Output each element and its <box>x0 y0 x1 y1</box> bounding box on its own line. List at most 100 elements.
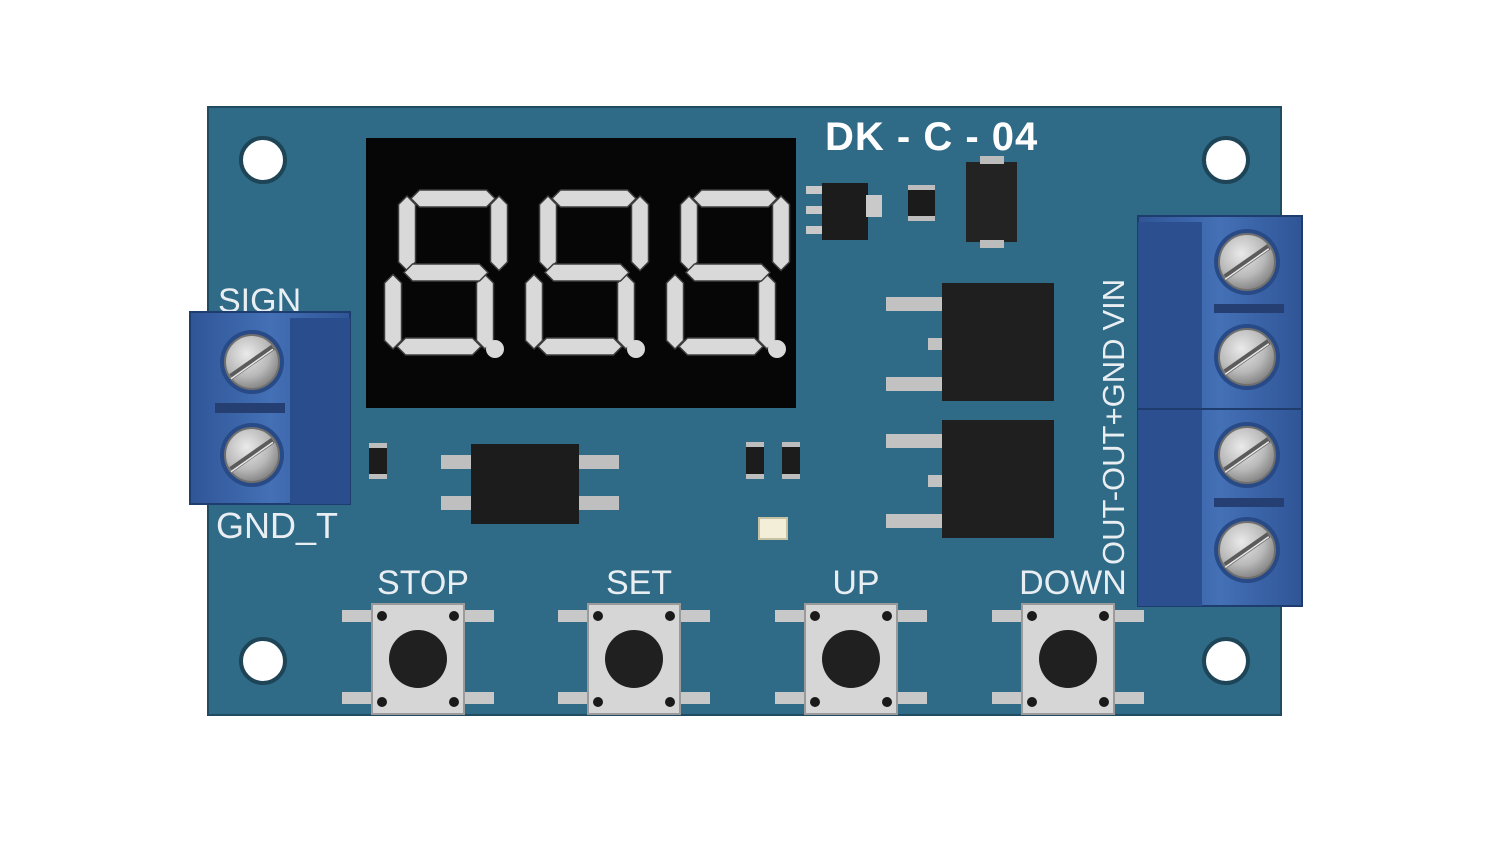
chip-pin <box>579 496 619 510</box>
chip-pin <box>441 496 471 510</box>
button-rivet <box>1027 611 1037 621</box>
mosfet-body <box>942 283 1054 401</box>
smd-diode <box>966 162 1017 242</box>
display-segment-a <box>550 189 638 208</box>
terminal-side <box>1138 222 1202 606</box>
display-segment-g <box>543 263 631 282</box>
right-terminal-screws <box>1214 229 1280 583</box>
display-segment-d <box>677 337 765 356</box>
push-button-down[interactable]: DOWN <box>992 564 1144 715</box>
terminal-divider <box>215 403 285 413</box>
push-button-up[interactable]: UP <box>775 564 927 715</box>
display-digit <box>524 189 650 358</box>
display-segment-f <box>397 194 417 272</box>
button-rivet <box>449 697 459 707</box>
push-button-set[interactable]: SET <box>558 564 710 715</box>
mosfet-body <box>942 420 1054 538</box>
left-terminal-screws <box>220 330 284 487</box>
display-digit <box>665 189 791 358</box>
button-label: STOP <box>377 564 469 602</box>
button-lead <box>897 692 927 704</box>
regulator-chip <box>822 183 868 240</box>
terminal-label-vin: VIN <box>1096 279 1131 331</box>
display-segment-c <box>616 273 636 351</box>
button-rivet <box>449 611 459 621</box>
mosfet <box>886 283 1054 401</box>
regulator-pin <box>806 226 822 234</box>
right-terminal-labels: OUT-OUT+GNDVIN <box>1096 279 1131 565</box>
display-segment-a <box>691 189 779 208</box>
chip-pin <box>441 455 471 469</box>
terminal-screw <box>1214 229 1280 295</box>
push-button-stop[interactable]: STOP <box>342 564 494 715</box>
display-segment-g <box>684 263 772 282</box>
button-lead <box>680 610 710 622</box>
button-label: DOWN <box>1019 564 1127 602</box>
decimal-point <box>768 340 786 358</box>
display-segment-b <box>489 194 509 272</box>
decimal-point <box>627 340 645 358</box>
resistor-terminal <box>782 474 800 479</box>
button-lead <box>897 610 927 622</box>
display-segment-f <box>679 194 699 272</box>
seven-segment-display <box>366 138 796 408</box>
terminal-side <box>290 318 350 504</box>
terminal-divider <box>1214 304 1284 313</box>
terminal-label-gnd: GND_T <box>216 505 338 546</box>
button-lead <box>558 610 588 622</box>
button-rivet <box>882 697 892 707</box>
button-lead <box>992 610 1022 622</box>
button-lead <box>775 610 805 622</box>
optocoupler-chip <box>471 444 579 524</box>
button-rivet <box>1027 697 1037 707</box>
button-lead <box>1114 692 1144 704</box>
display-segment-b <box>630 194 650 272</box>
display-segment-e <box>383 273 403 351</box>
button-lead <box>558 692 588 704</box>
button-cap[interactable] <box>389 630 447 688</box>
button-cap[interactable] <box>1039 630 1097 688</box>
button-rivet <box>882 611 892 621</box>
left-terminal-block: SIGN GND_T <box>189 282 351 546</box>
button-label: SET <box>606 564 672 602</box>
smd-components-top <box>806 156 1017 248</box>
terminal-label-out-minus: OUT- <box>1096 491 1131 565</box>
display-segment-e <box>524 273 544 351</box>
button-cap[interactable] <box>822 630 880 688</box>
button-rivet <box>377 697 387 707</box>
mosfet-lead <box>886 297 942 311</box>
terminal-screw <box>1214 517 1280 583</box>
button-rivet <box>1099 611 1109 621</box>
terminal-label-out-plus: OUT+ <box>1096 407 1131 491</box>
terminal-divider <box>1214 498 1284 507</box>
button-rivet <box>593 611 603 621</box>
resistor-terminal <box>746 474 764 479</box>
resistor-terminal <box>746 442 764 447</box>
regulator-pin <box>806 206 822 214</box>
display-digits <box>383 189 791 358</box>
mosfet-lead <box>886 514 942 528</box>
display-segment-c <box>475 273 495 351</box>
button-label: UP <box>832 564 879 602</box>
button-lead <box>342 692 372 704</box>
mosfets <box>886 283 1054 538</box>
push-buttons: STOP SET UP DOWN <box>342 564 1144 715</box>
mosfet-lead <box>928 475 942 487</box>
diode-terminal <box>980 156 1004 164</box>
terminal-screw <box>1214 422 1280 488</box>
button-lead <box>680 692 710 704</box>
button-lead <box>464 610 494 622</box>
button-rivet <box>1099 697 1109 707</box>
display-segment-d <box>395 337 483 356</box>
button-cap[interactable] <box>605 630 663 688</box>
terminal-screw <box>1214 324 1280 390</box>
mounting-hole <box>239 637 287 685</box>
regulator-tab <box>866 195 882 217</box>
button-rivet <box>665 611 675 621</box>
status-led <box>758 517 788 540</box>
display-segment-a <box>409 189 497 208</box>
smd-capacitor <box>908 185 935 221</box>
button-rivet <box>665 697 675 707</box>
